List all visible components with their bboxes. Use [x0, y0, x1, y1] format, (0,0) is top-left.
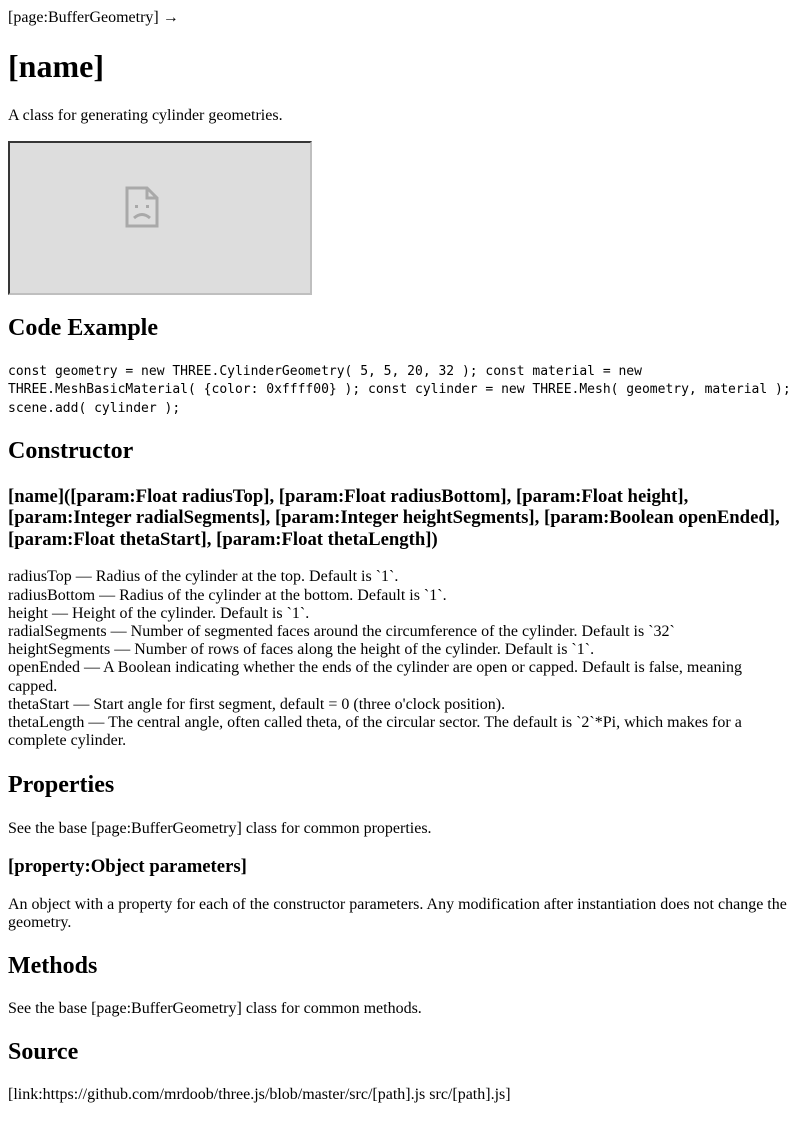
- property-parameters-description: An object with a property for each of th…: [8, 895, 787, 932]
- param-radius-top: radiusTop — Radius of the cylinder at th…: [8, 568, 399, 586]
- source-heading: Source: [8, 1038, 79, 1065]
- preview-frame[interactable]: [8, 141, 312, 296]
- broken-page-icon: [124, 185, 160, 234]
- param-height: height — Height of the cylinder. Default…: [8, 604, 310, 622]
- param-theta-start: thetaStart — Start angle for first segme…: [8, 695, 506, 713]
- page-title: [name]: [8, 48, 104, 84]
- constructor-heading: Constructor: [8, 438, 134, 465]
- param-theta-length: thetaLength — The central angle, often c…: [8, 714, 742, 750]
- code-example: const geometry = new THREE.CylinderGeome…: [8, 363, 791, 416]
- class-description: A class for generating cylinder geometri…: [8, 106, 283, 124]
- constructor-params: radiusTop — Radius of the cylinder at th…: [8, 568, 792, 750]
- properties-heading: Properties: [8, 772, 115, 799]
- methods-intro: See the base [page:BufferGeometry] class…: [8, 1000, 422, 1018]
- methods-heading: Methods: [8, 952, 98, 979]
- param-height-segments: heightSegments — Number of rows of faces…: [8, 641, 595, 659]
- properties-intro: See the base [page:BufferGeometry] class…: [8, 820, 432, 837]
- constructor-signature: [name]([param:Float radiusTop], [param:F…: [8, 485, 780, 550]
- breadcrumb[interactable]: [page:BufferGeometry] →: [8, 9, 179, 26]
- param-radius-bottom: radiusBottom — Radius of the cylinder at…: [8, 586, 447, 604]
- code-example-heading: Code Example: [8, 315, 158, 342]
- source-link[interactable]: [link:https://github.com/mrdoob/three.js…: [8, 1086, 511, 1104]
- param-radial-segments: radialSegments — Number of segmented fac…: [8, 622, 675, 640]
- param-open-ended: openEnded — A Boolean indicating whether…: [8, 659, 742, 695]
- property-parameters-name: [property:Object parameters]: [8, 856, 247, 878]
